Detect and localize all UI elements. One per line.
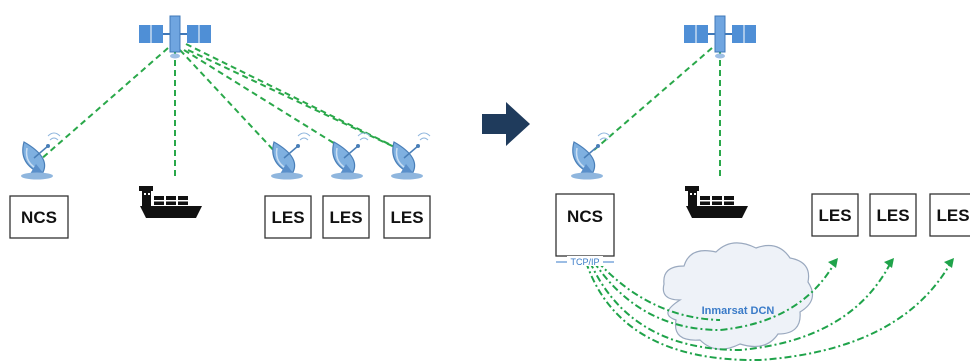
les-label: LES: [936, 206, 969, 225]
satellite-icon: [138, 15, 212, 60]
ncs-label: NCS: [567, 207, 603, 226]
link-ncs-dcn: [597, 261, 721, 321]
les-label: LES: [818, 206, 851, 225]
arrowhead-icon: [944, 258, 954, 268]
link-sat-ncs: [593, 47, 713, 151]
network-label: Inmarsat DCN: [702, 305, 775, 317]
left-satellite-links: [39, 43, 406, 180]
les-dish-icon: [330, 132, 371, 181]
left-diagram: NCS LES LES LES: [9, 15, 431, 239]
les-label: LES: [329, 208, 362, 227]
left-les-box-3: LES: [383, 195, 431, 239]
link-ncs-les-2: [589, 261, 891, 352]
link-ncs-les-3: [585, 261, 951, 362]
link-sat-les-1: [179, 49, 279, 156]
right-les-box-1: LES: [811, 193, 859, 237]
link-sat-ncs: [39, 47, 169, 161]
arrowhead-icon: [884, 258, 894, 268]
right-ncs-box: NCS TCP/IP: [555, 193, 615, 267]
right-satellite-links: [593, 47, 721, 180]
tcp-ip-label: TCP/IP: [570, 257, 599, 267]
les-label: LES: [390, 208, 423, 227]
left-ncs-box: NCS: [9, 195, 69, 239]
satellite-icon: [683, 15, 757, 60]
link-sat-les-2: [183, 49, 346, 151]
les-label: LES: [271, 208, 304, 227]
right-diagram: Inmarsat DCN NCS TCP/IP: [555, 15, 970, 362]
right-les-box-2: LES: [869, 193, 917, 237]
arrowhead-icon: [828, 258, 838, 268]
ncs-label: NCS: [21, 208, 57, 227]
left-les-box-1: LES: [264, 195, 312, 239]
ncs-dish-icon: [20, 132, 61, 181]
inmarsat-dcn-cloud: Inmarsat DCN: [662, 242, 814, 350]
link-sat-les-3: [187, 49, 406, 153]
ship-icon: [139, 186, 202, 218]
right-les-box-3: LES: [929, 193, 970, 237]
les-dish-icon: [390, 132, 431, 181]
link-ncs-les-1: [593, 261, 835, 332]
les-label: LES: [876, 206, 909, 225]
transition-arrow-icon: [482, 102, 530, 146]
terrestrial-links: [585, 261, 951, 362]
link-sat-les-3b: [185, 43, 406, 153]
ship-icon: [685, 186, 748, 218]
les-dish-icon: [270, 132, 311, 181]
left-les-box-2: LES: [322, 195, 370, 239]
